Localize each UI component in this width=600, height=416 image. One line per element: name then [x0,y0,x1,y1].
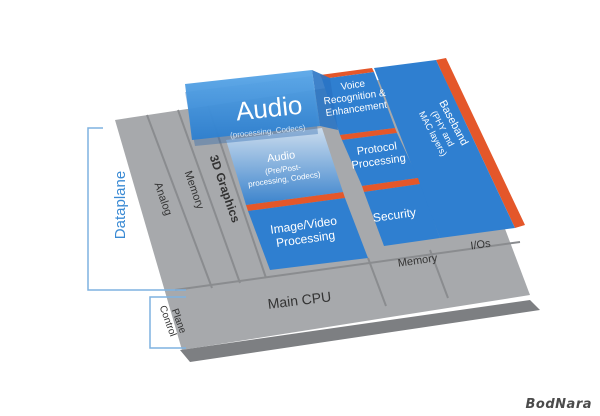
image-video-block [248,198,368,270]
bottom-strip-divider [174,241,521,291]
memory-io-divider [429,249,449,299]
voice-block [322,72,395,135]
voice-label-line-1: Voice [340,78,366,92]
image-video-block-top [246,192,345,211]
security-block [364,184,440,246]
audio-float-title: Audio [234,90,303,127]
main-cpu-label: Main CPU [267,288,332,312]
baseband-block [374,60,515,238]
cpu-memory-divider [367,257,387,307]
control-plane-bracket [149,296,186,349]
memory-bottom-label: Memory [397,252,439,269]
security-block-top [362,178,420,192]
dataplane-bracket [87,127,186,291]
watermark: BodNara [525,397,592,412]
dataplane-label: Dataplane [112,171,129,239]
protocol-block [342,133,418,186]
audio-float-block [185,70,338,146]
base-edge [180,300,540,362]
ios-label: I/Os [470,238,492,253]
audio-ghost-block [226,128,343,205]
protocol-block-top [340,128,397,140]
audio-ghost-line-1: Audio [266,149,296,165]
baseband-block-side [436,58,525,228]
protocol-label-line-1: Protocol [356,140,398,158]
voice-block-top [320,68,374,79]
security-label: Security [372,205,417,225]
